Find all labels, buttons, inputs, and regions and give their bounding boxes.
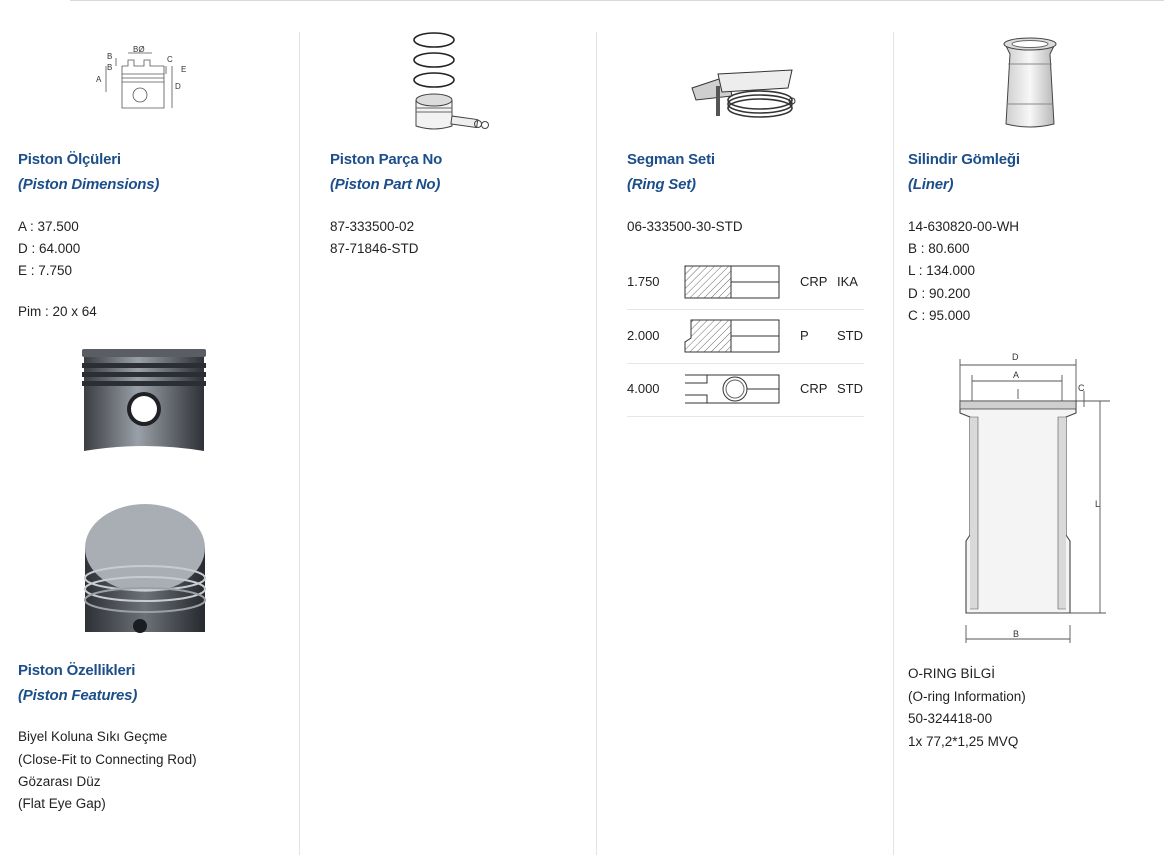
piston-part-no-title: Piston Parça No	[330, 151, 443, 168]
ring-type: CRP	[800, 274, 828, 289]
diagram-label-d: D	[175, 82, 181, 91]
piston-dimensions-subtitle: (Piston Dimensions)	[18, 176, 160, 193]
part-number: 87-71846-STD	[330, 241, 419, 256]
liner-subtitle: (Liner)	[908, 176, 954, 193]
piston-top-image	[84, 504, 206, 633]
ring-row: 1.750 CRP IKA	[627, 256, 864, 310]
oring-heading: O-RING BİLGİ	[908, 666, 996, 681]
piston-dimensions-title: Piston Ölçüleri	[18, 151, 121, 168]
liner-dimension-diagram: D A C L B	[959, 352, 1110, 643]
liner-label-d: D	[1012, 352, 1019, 362]
piston-dimension-diagram: A B B BØ C E D	[96, 45, 186, 109]
diagram-label-a: A	[96, 75, 102, 84]
diagram-label-b2: B	[107, 63, 112, 72]
liner-image	[1003, 37, 1057, 128]
liner-dimension-c: C : 95.000	[908, 308, 971, 323]
piston-kit-image	[413, 32, 489, 130]
ring-set-title: Segman Seti	[627, 151, 715, 168]
piston-side-image	[82, 349, 206, 451]
ring-profile-icon	[685, 374, 780, 404]
ring-thickness: 4.000	[627, 381, 660, 396]
feature-line: Gözarası Düz	[18, 774, 101, 789]
top-rule	[70, 0, 1164, 1]
diagram-label-e: E	[181, 65, 186, 74]
pin-size: Pim : 20 x 64	[18, 304, 97, 319]
ring-set-number: 06-333500-30-STD	[627, 219, 743, 234]
ring-row: 4.000 CRP STD	[627, 363, 864, 417]
diagram-label-b: B	[107, 52, 112, 61]
ring-type: CRP	[800, 381, 828, 396]
ring-code: IKA	[837, 274, 858, 289]
oring-spec: 1x 77,2*1,25 MVQ	[908, 734, 1019, 749]
liner-label-b: B	[1013, 629, 1019, 639]
ring-thickness: 2.000	[627, 328, 660, 343]
ring-profile-icon	[684, 265, 780, 299]
part-number: 87-333500-02	[330, 219, 415, 234]
diagram-label-bo: BØ	[133, 45, 145, 54]
dimension-a: A : 37.500	[18, 219, 79, 234]
liner-dimension-d: D : 90.200	[908, 286, 971, 301]
oring-subheading: (O-ring Information)	[908, 689, 1026, 704]
column-divider	[893, 32, 894, 855]
piston-features-subtitle: (Piston Features)	[18, 687, 138, 704]
oring-part-number: 50-324418-00	[908, 711, 993, 726]
ring-set-subtitle: (Ring Set)	[627, 176, 696, 193]
ring-profile-icon	[684, 319, 780, 353]
feature-line: Biyel Koluna Sıkı Geçme	[18, 729, 168, 744]
ring-thickness: 1.750	[627, 274, 660, 289]
liner-dimension-l: L : 134.000	[908, 263, 976, 278]
feature-line: (Close-Fit to Connecting Rod)	[18, 752, 197, 767]
column-divider	[596, 32, 597, 855]
column-divider	[299, 32, 300, 855]
liner-part-number: 14-630820-00-WH	[908, 219, 1020, 234]
ring-set-image	[691, 69, 796, 118]
dimension-e: E : 7.750	[18, 263, 73, 278]
ring-row: 2.000 P STD	[627, 310, 864, 364]
ring-type: P	[800, 328, 809, 343]
piston-part-no-subtitle: (Piston Part No)	[330, 176, 441, 193]
liner-label-c: C	[1078, 383, 1085, 393]
ring-code: STD	[837, 381, 863, 396]
feature-line: (Flat Eye Gap)	[18, 796, 106, 811]
liner-title: Silindir Gömleği	[908, 151, 1020, 168]
dimension-d: D : 64.000	[18, 241, 81, 256]
diagram-label-c: C	[167, 55, 173, 64]
liner-label-a: A	[1013, 370, 1019, 380]
piston-features-title: Piston Özellikleri	[18, 662, 136, 679]
ring-code: STD	[837, 328, 863, 343]
liner-dimension-b: B : 80.600	[908, 241, 970, 256]
liner-label-l: L	[1095, 499, 1100, 509]
